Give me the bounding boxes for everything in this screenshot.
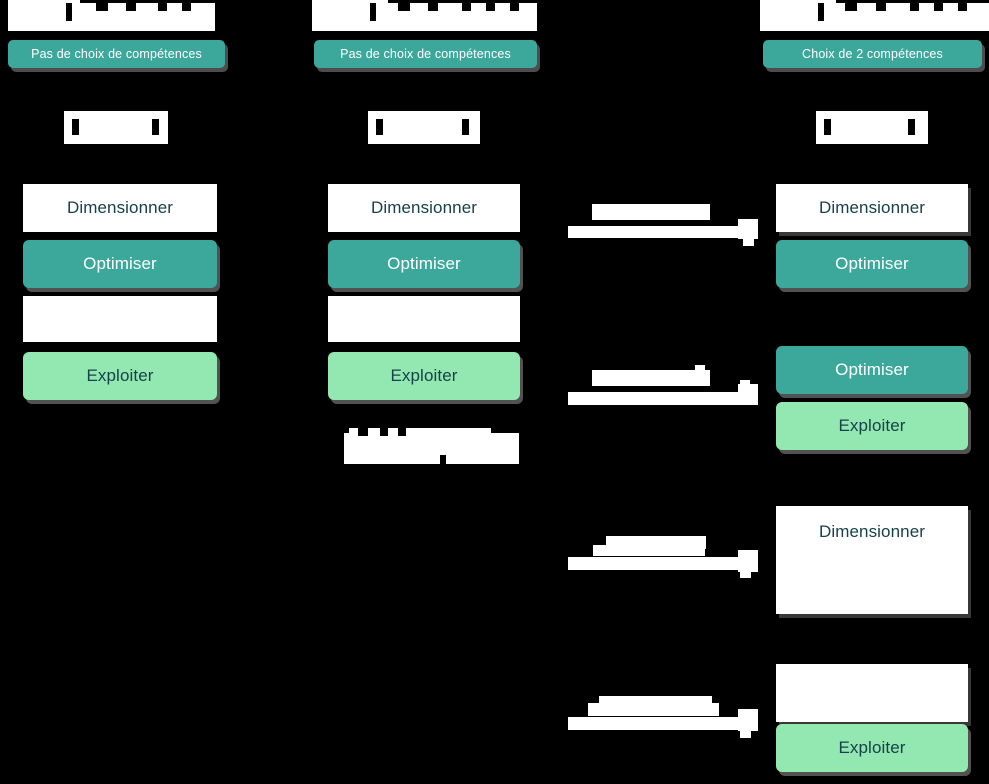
column-1-title-notch-3	[126, 3, 136, 11]
column-2-chip-notch-left	[376, 119, 383, 135]
column-1-subtitle-redaction	[0, 80, 166, 96]
card-exploiter[interactable]: Exploiter	[776, 402, 968, 450]
column-3-title-notch-1	[818, 3, 824, 21]
column-3-title-notch-3	[876, 3, 886, 11]
card-dimensionner[interactable]: Dimensionner	[776, 184, 968, 232]
card-empty[interactable]	[328, 296, 520, 342]
connector-4-arrowhead	[738, 709, 758, 731]
column-1-title-notch-4	[158, 3, 167, 11]
connector-4-shaft	[568, 717, 742, 730]
connector-1-label-redaction	[592, 204, 710, 220]
connector-3	[568, 528, 758, 588]
column-3-subtitle-redaction	[760, 80, 880, 96]
card-exploiter[interactable]: Exploiter	[776, 724, 968, 772]
card-optimiser[interactable]: Optimiser	[776, 346, 968, 394]
column-2-title-notch-4	[462, 3, 471, 11]
column-2-title-redaction-b	[345, 3, 537, 31]
column-1-chip-redaction	[64, 111, 168, 144]
column-3-title-notch-5	[934, 3, 943, 11]
column-3-chip-notch-left	[824, 119, 831, 135]
connector-4	[568, 688, 758, 748]
column-1-chip-notch-left	[72, 119, 79, 135]
column-1-chip-notch-right	[152, 119, 159, 135]
column-2-footnote-redaction-b	[349, 428, 491, 442]
column-2-footnote-notch-1	[358, 428, 368, 436]
card-empty[interactable]	[776, 664, 968, 722]
connector-2-label-redaction-tail	[695, 365, 705, 385]
column-3-title-notch-6	[958, 3, 967, 11]
column-2-title-notch-6	[510, 3, 519, 11]
column-3-title-notch-2	[845, 3, 857, 11]
column-2-badge[interactable]: Pas de choix de compétences	[314, 40, 537, 68]
column-2-title-notch-3	[428, 3, 438, 11]
connector-2-arrowhead-tip	[740, 380, 750, 388]
column-3-title-redaction-b	[793, 3, 989, 31]
connector-3-arrowhead-tip	[740, 568, 751, 578]
connector-3-label-redaction-2	[593, 545, 705, 556]
column-3-chip-notch-right	[908, 119, 915, 135]
connector-1-arrowhead-tip	[743, 237, 754, 246]
connector-3-shaft	[568, 557, 742, 570]
column-3-badge[interactable]: Choix de 2 compétences	[763, 40, 982, 68]
column-1-title-notch-2	[96, 3, 108, 11]
connector-2-shaft	[568, 392, 742, 405]
column-2-chip-notch-right	[462, 119, 469, 135]
card-dimensionner[interactable]: Dimensionner	[23, 184, 217, 232]
card-optimiser[interactable]: Optimiser	[328, 240, 520, 288]
column-1-title-notch-1	[66, 3, 72, 21]
connector-2-arrowhead	[738, 384, 758, 405]
column-2-footnote-notch-3	[398, 428, 406, 436]
column-1-badge[interactable]: Pas de choix de compétences	[8, 40, 225, 68]
column-2-footnote-notch-2	[380, 428, 388, 436]
card-dimensionner[interactable]: Dimensionner	[776, 506, 968, 614]
card-dimensionner[interactable]: Dimensionner	[328, 184, 520, 232]
column-1-title-notch-5	[182, 3, 191, 11]
card-optimiser[interactable]: Optimiser	[23, 240, 217, 288]
card-exploiter[interactable]: Exploiter	[328, 352, 520, 400]
connector-4-label-redaction-2	[588, 703, 719, 716]
column-3-title-notch-4	[910, 3, 919, 11]
connector-2	[568, 362, 758, 422]
connector-1-arrowhead	[738, 219, 758, 239]
column-2-chip-redaction	[368, 111, 480, 144]
column-2-footnote-notch-4	[440, 455, 446, 464]
card-optimiser[interactable]: Optimiser	[776, 240, 968, 288]
connector-3-arrowhead	[738, 550, 758, 572]
connector-4-arrowhead-tip	[740, 728, 751, 738]
card-exploiter[interactable]: Exploiter	[23, 352, 217, 400]
connector-1-shaft	[568, 226, 742, 238]
connector-1	[568, 196, 758, 256]
card-empty[interactable]	[23, 296, 217, 342]
column-2-title-notch-2	[398, 3, 410, 11]
connector-2-label-redaction	[592, 370, 710, 386]
column-2-title-notch-5	[486, 3, 495, 11]
column-2-title-notch-1	[370, 3, 376, 21]
column-2-subtitle-redaction	[338, 80, 388, 96]
